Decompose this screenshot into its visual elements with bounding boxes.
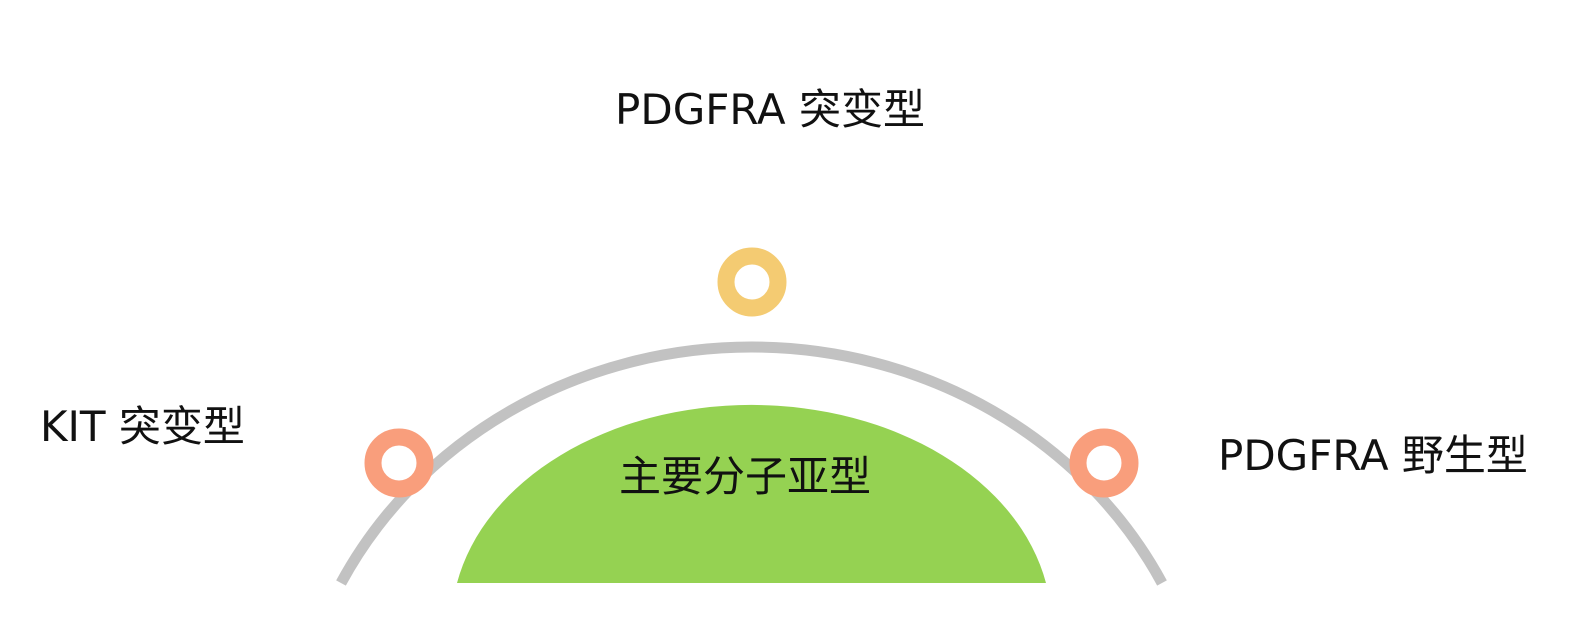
marker-pdgfra-mutant (717, 247, 787, 317)
marker-kit-mutant (364, 428, 434, 498)
subtype-label-pdgfra-wildtype: PDGFRA 野生型 (1218, 431, 1528, 480)
center-dome (457, 404, 1046, 583)
subtype-label-kit-mutant: KIT 突变型 (40, 402, 245, 451)
subtype-label-pdgfra-mutant: PDGFRA 突变型 (615, 85, 925, 134)
outer-arc (336, 341, 1167, 586)
marker-pdgfra-wildtype (1069, 428, 1139, 498)
center-label: 主要分子亚型 (618, 452, 872, 501)
